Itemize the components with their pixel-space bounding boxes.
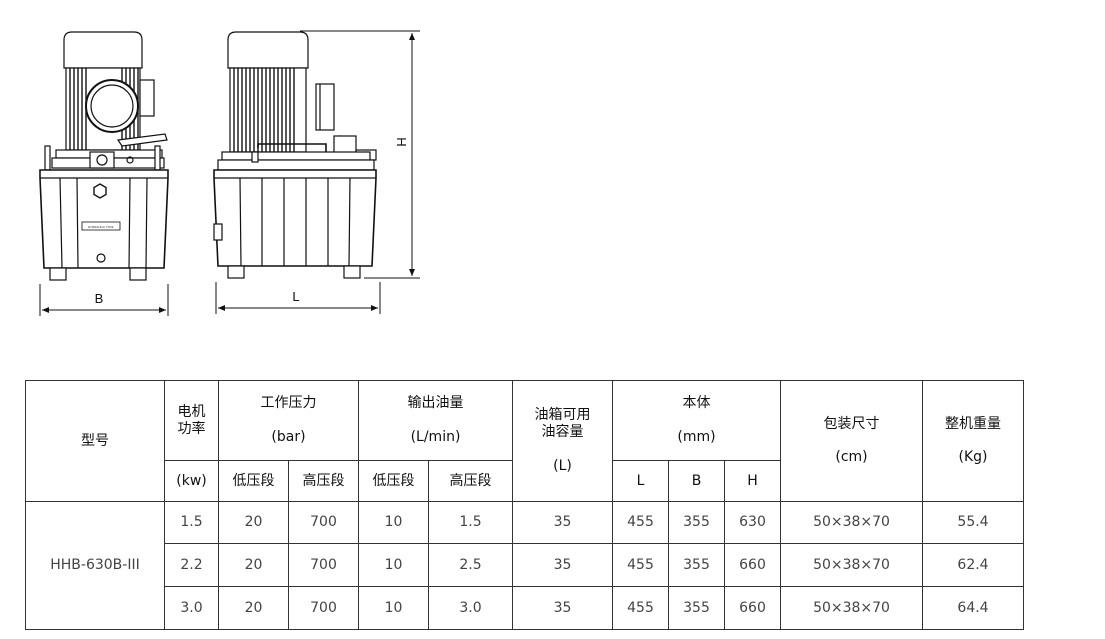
cell-L: 455 [612, 501, 669, 544]
svg-text:HYDRAULIC TOOL: HYDRAULIC TOOL [88, 225, 115, 229]
table-row: 2.2 20 700 10 2.5 35 455 355 660 50×38×7… [26, 543, 1025, 587]
cell-weight: 62.4 [922, 543, 1025, 587]
header-flow: 输出油量 (L/min) [358, 380, 513, 461]
cell-tank: 35 [512, 543, 613, 587]
header-dim-B: B [668, 460, 725, 502]
cell-power: 1.5 [164, 501, 219, 544]
header-dim-H: H [723, 460, 782, 502]
cell-flow-low: 10 [358, 501, 429, 544]
header-tank: 油箱可用 油容量 (L) [512, 380, 613, 502]
header-pressure-unit: (bar) [271, 428, 306, 445]
cell-L: 455 [612, 586, 669, 630]
header-flow-low: 低压段 [358, 460, 429, 502]
header-package-unit: (cm) [835, 449, 868, 466]
header-body: 本体 (mm) [611, 380, 782, 461]
cell-package: 50×38×70 [780, 543, 924, 587]
cell-pressure-low: 20 [218, 543, 289, 587]
header-pressure-low: 低压段 [218, 460, 289, 502]
dim-B-label: B [95, 291, 104, 306]
header-row-1: 型号 电机 功率 工作压力 (bar) 输出油量 (L/min) 油箱可用 油容… [25, 380, 1025, 502]
cell-L: 455 [612, 543, 669, 587]
cell-package: 50×38×70 [780, 501, 924, 544]
header-power-line1: 电机 [177, 403, 206, 420]
cell-model: HHB-630B-III [25, 501, 165, 630]
header-pressure-high: 高压段 [288, 460, 359, 502]
cell-power: 3.0 [164, 586, 219, 630]
cell-flow-high: 2.5 [428, 543, 513, 587]
cell-B: 355 [668, 543, 725, 587]
pump-drawing: HYDRAULIC TOOL [39, 30, 420, 316]
cell-H: 630 [723, 501, 782, 544]
cell-H: 660 [723, 586, 782, 630]
header-flow-high: 高压段 [428, 460, 513, 502]
header-body-title: 本体 [682, 395, 711, 412]
header-package-title: 包装尺寸 [823, 415, 880, 432]
cell-B: 355 [668, 501, 725, 544]
header-tank-line2: 油容量 [541, 424, 584, 441]
cell-flow-high: 3.0 [428, 586, 513, 630]
cell-B: 355 [668, 586, 725, 630]
header-weight-title: 整机重量 [945, 415, 1002, 432]
header-body-unit: (mm) [677, 428, 716, 445]
cell-pressure-high: 700 [288, 543, 359, 587]
dim-H-label: H [394, 137, 409, 146]
cell-pressure-high: 700 [288, 501, 359, 544]
header-dim-L: L [612, 460, 669, 502]
dim-L-label: L [292, 289, 299, 304]
header-power-unit: (kw) [164, 460, 219, 502]
cell-flow-low: 10 [358, 586, 429, 630]
header-power: 电机 功率 [164, 380, 219, 461]
cell-pressure-low: 20 [218, 501, 289, 544]
header-model: 型号 [25, 380, 165, 502]
header-flow-unit: (L/min) [410, 428, 461, 445]
cell-weight: 64.4 [922, 586, 1025, 630]
header-tank-line1: 油箱可用 [534, 407, 591, 424]
spec-table: 型号 电机 功率 工作压力 (bar) 输出油量 (L/min) 油箱可用 油容… [25, 380, 1025, 630]
cell-pressure-high: 700 [288, 586, 359, 630]
cell-power: 2.2 [164, 543, 219, 587]
cell-flow-high: 1.5 [428, 501, 513, 544]
header-weight: 整机重量 (Kg) [922, 380, 1025, 502]
header-weight-unit: (Kg) [958, 449, 988, 466]
header-flow-title: 输出油量 [407, 395, 464, 412]
front-view: HYDRAULIC TOOL [39, 31, 169, 281]
cell-tank: 35 [512, 501, 613, 544]
header-pressure: 工作压力 (bar) [218, 380, 359, 461]
table-row: 3.0 20 700 10 3.0 35 455 355 660 50×38×7… [26, 586, 1025, 630]
header-tank-unit: (L) [553, 457, 572, 474]
cell-weight: 55.4 [922, 501, 1025, 544]
cell-tank: 35 [512, 586, 613, 630]
side-view [213, 31, 377, 279]
dimension-lines [39, 30, 420, 316]
header-pressure-title: 工作压力 [260, 395, 317, 412]
cell-flow-low: 10 [358, 543, 429, 587]
cell-pressure-low: 20 [218, 586, 289, 630]
header-power-line2: 功率 [177, 420, 206, 437]
table-row: HHB-630B-III 1.5 20 700 10 1.5 35 455 35… [25, 501, 1025, 630]
cell-H: 660 [723, 543, 782, 587]
header-row-3: (kw) 低压段 高压段 低压段 高压段 L B H [26, 460, 1024, 502]
cell-package: 50×38×70 [780, 586, 924, 630]
header-package: 包装尺寸 (cm) [780, 380, 924, 502]
